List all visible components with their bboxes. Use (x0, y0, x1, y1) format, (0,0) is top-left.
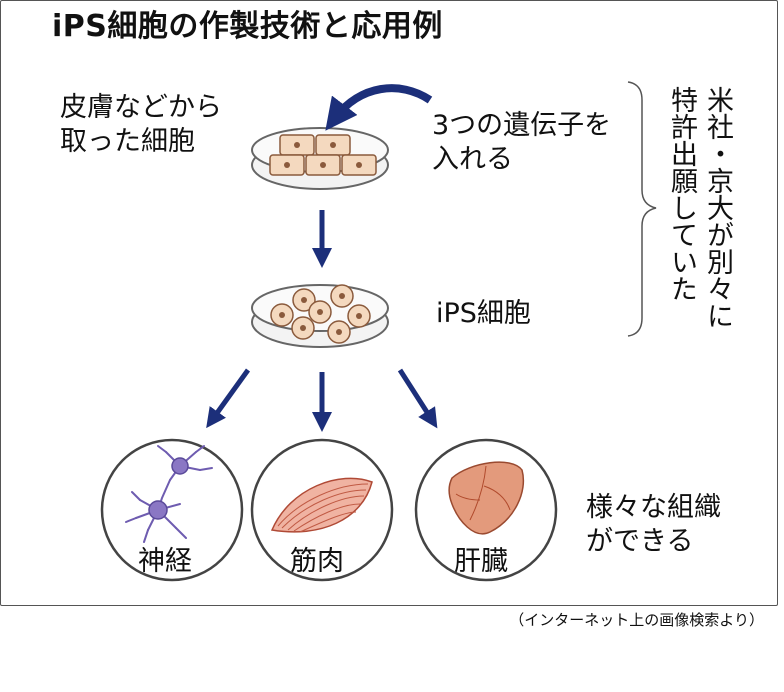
page-title: iPS細胞の作製技術と応用例 (52, 9, 443, 44)
genes-label-line-1: 3つの遺伝子を (432, 110, 612, 141)
tissues-label-line-1: 様々な組織 (586, 492, 721, 523)
side-note-right-column: 米社・京大が別々に (700, 86, 734, 329)
skin-cells-label-line-2: 取った細胞 (60, 126, 195, 157)
ips-label: iPS細胞 (436, 298, 531, 329)
nerve-cell-icon (100, 438, 244, 582)
outcome-label-liver: 肝臓 (454, 546, 508, 577)
outcome-label-nerve: 神経 (138, 546, 192, 577)
tissues-label-line-2: ができる (586, 526, 694, 557)
ips-cell-dish-icon (251, 284, 389, 348)
arrow-to-liver (397, 368, 438, 429)
side-bracket (627, 81, 657, 337)
muscle-icon (250, 438, 394, 582)
outcome-label-muscle: 筋肉 (290, 546, 344, 577)
side-note-right-text: 米社・京大が別々に (702, 86, 733, 329)
source-caption: （インターネット上の画像検索より） (509, 611, 764, 629)
side-note-left-text: 特許出願していた (666, 86, 697, 302)
gene-insert-arrow (325, 84, 433, 131)
arrow-to-nerve (206, 368, 251, 429)
skin-cells-label-line-1: 皮膚などから (60, 92, 222, 123)
liver-icon (414, 438, 558, 582)
skin-cell-dish-icon (251, 127, 389, 190)
side-note-left-column: 特許出願していた (664, 86, 698, 302)
genes-label-line-2: 入れる (432, 144, 513, 175)
